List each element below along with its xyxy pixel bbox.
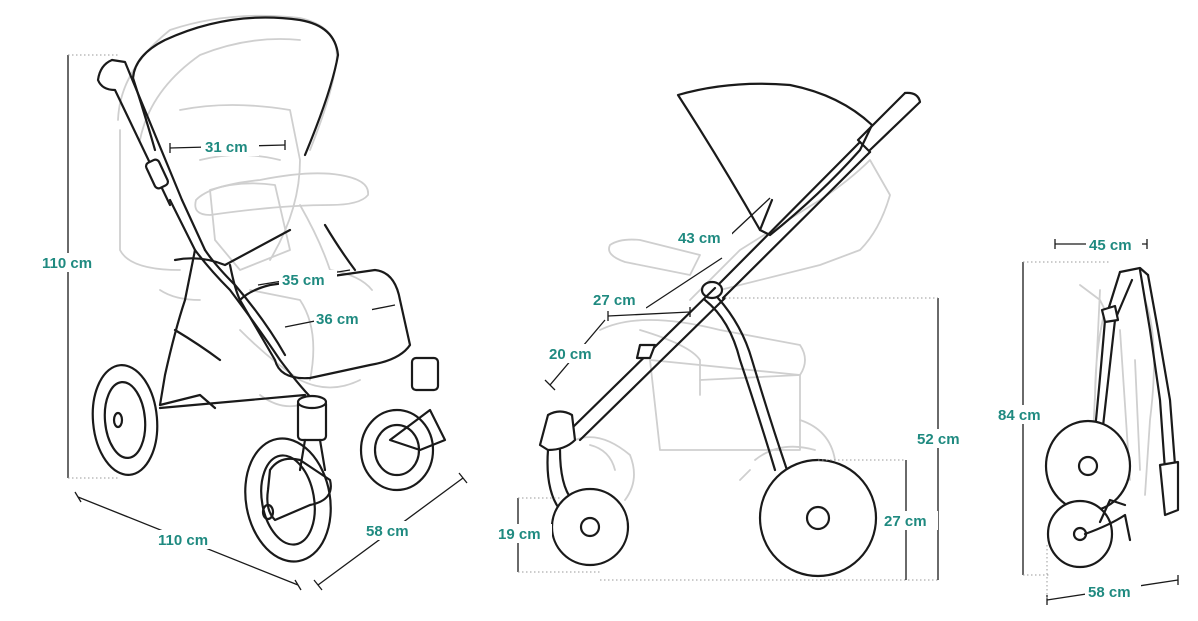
side-rear-wheel-label: 27 cm	[884, 513, 927, 530]
folded-view-stroller	[1044, 266, 1180, 569]
label-front-footrest: 36 cm	[314, 309, 372, 328]
front-seat-width-label: 31 cm	[205, 139, 248, 156]
front-seat-depth-label: 35 cm	[282, 272, 325, 289]
side-front-wheel-label: 19 cm	[498, 526, 541, 543]
dimension-labels: 110 cm 31 cm 35 cm 36 cm 110 cm 58 cm 43…	[40, 137, 1142, 601]
front-width-label: 58 cm	[366, 523, 409, 540]
front-footrest-label: 36 cm	[316, 311, 359, 328]
label-folded-height: 84 cm	[996, 405, 1052, 424]
folded-width-label: 45 cm	[1089, 237, 1132, 254]
label-front-seat-depth: 35 cm	[279, 270, 337, 289]
label-front-width: 58 cm	[363, 521, 419, 540]
side-backrest-label: 27 cm	[593, 292, 636, 309]
label-side-seat: 20 cm	[547, 344, 603, 363]
label-side-backrest: 27 cm	[590, 290, 646, 309]
side-canopy-label: 43 cm	[678, 230, 721, 247]
label-side-seat-height: 52 cm	[915, 429, 971, 448]
side-seat-label: 20 cm	[549, 346, 592, 363]
side-view-stroller	[538, 82, 922, 578]
folded-depth-label: 58 cm	[1088, 584, 1131, 601]
front-height-label: 110 cm	[42, 255, 92, 272]
label-front-seat-width: 31 cm	[201, 137, 259, 156]
folded-height-label: 84 cm	[998, 407, 1041, 424]
label-side-rear-wheel: 27 cm	[882, 511, 938, 530]
label-front-height: 110 cm	[40, 253, 103, 272]
label-front-length: 110 cm	[156, 530, 219, 549]
label-side-front-wheel: 19 cm	[496, 524, 552, 543]
label-folded-depth: 58 cm	[1085, 582, 1141, 601]
front-view-stroller	[91, 14, 447, 563]
label-folded-width: 45 cm	[1086, 235, 1142, 254]
front-length-label: 110 cm	[158, 532, 208, 549]
label-side-canopy: 43 cm	[676, 228, 732, 247]
side-seat-height-label: 52 cm	[917, 431, 960, 448]
